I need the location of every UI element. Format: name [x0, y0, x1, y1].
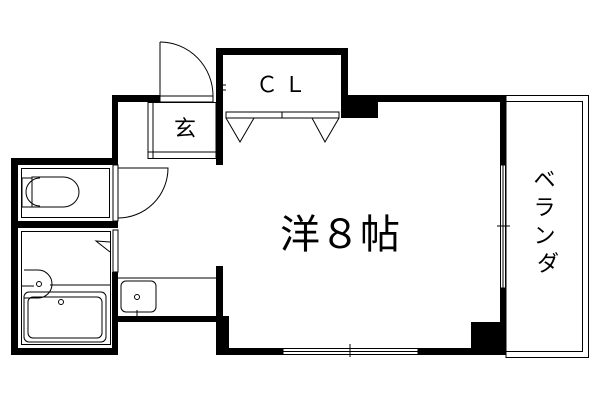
main-room: 洋８帖	[216, 95, 510, 357]
toilet-door[interactable]	[112, 164, 169, 222]
balcony: ベ ラ ン ダ	[505, 95, 589, 358]
washbasin-icon	[120, 280, 157, 318]
window-east	[497, 164, 510, 289]
entrance-door[interactable]	[159, 41, 214, 103]
entrance-label: 玄	[174, 117, 196, 142]
balcony-label-4: ダ	[537, 252, 559, 277]
closet: ＣＬ	[216, 48, 348, 165]
balcony-label-3: ン	[533, 224, 555, 249]
svg-text:ベ ラ ン ダ: ベ ラ ン ダ	[533, 168, 562, 277]
entrance: 玄	[112, 41, 226, 165]
balcony-label-2: ラ	[533, 196, 555, 221]
balcony-label-1: ベ	[533, 168, 555, 193]
closet-label: ＣＬ	[256, 73, 312, 98]
washbasin-area	[118, 277, 229, 322]
sink-icon	[22, 269, 53, 299]
main-room-label: 洋８帖	[280, 212, 400, 258]
bathroom	[11, 229, 119, 355]
toilet-icon	[21, 176, 80, 208]
bathtub-icon	[23, 291, 107, 343]
window-south	[282, 344, 419, 357]
toilet-room	[11, 158, 169, 355]
